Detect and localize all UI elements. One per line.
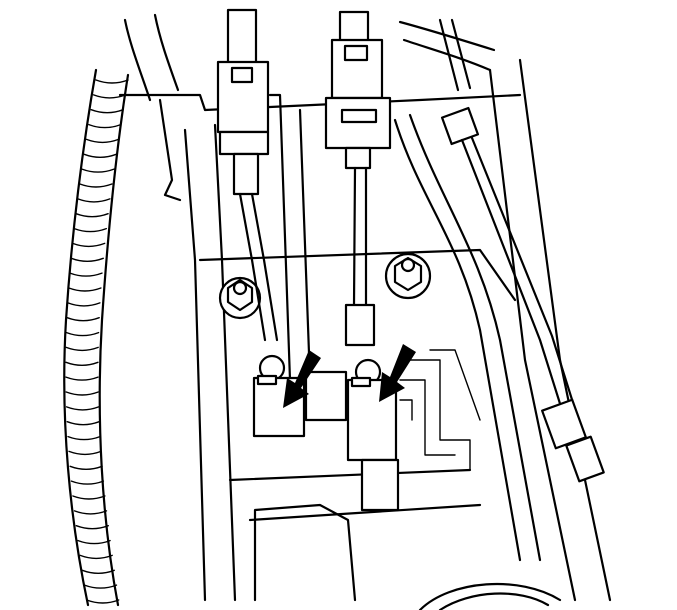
conduit-rib — [77, 198, 111, 203]
conduit-rib — [65, 391, 99, 396]
left-mounting-nut — [218, 276, 262, 320]
conduit-rib — [66, 317, 100, 322]
left-cable-end — [252, 354, 348, 438]
right-cable — [438, 18, 605, 483]
conduit-rib — [70, 257, 104, 262]
conduit-rib — [81, 168, 115, 173]
conduit-rib — [75, 525, 109, 530]
conduit-rib — [90, 109, 124, 114]
conduit-rib — [83, 153, 117, 158]
wiring-harness-conduit — [63, 68, 130, 607]
conduit-rib — [65, 376, 99, 381]
conduit-rib — [88, 123, 122, 129]
conduit-rib — [67, 302, 101, 307]
conduit-rib — [65, 361, 99, 366]
conduit-rib — [73, 227, 107, 233]
conduit-rib — [65, 331, 100, 337]
conduit-rib — [79, 554, 113, 560]
conduit-rib — [66, 421, 100, 426]
conduit-rib — [86, 599, 120, 604]
conduit-rib — [95, 79, 129, 84]
conduit-rib — [69, 465, 103, 470]
conduit-rib — [72, 495, 106, 500]
conduit-rib — [75, 213, 109, 218]
center-cable — [324, 10, 392, 347]
conduit-rib — [65, 406, 100, 411]
conduit-rib — [69, 272, 103, 277]
right-cable-connection-arrow — [379, 344, 416, 402]
mounting-bracket — [118, 58, 612, 602]
lower-housing — [253, 503, 562, 610]
left-cable — [216, 8, 279, 342]
conduit-rib — [77, 539, 111, 545]
right-mounting-nut — [384, 252, 432, 300]
conduit-rib — [65, 346, 99, 352]
conduit-rib — [79, 183, 113, 188]
conduit-rib — [68, 450, 102, 456]
conduit-rib — [73, 510, 108, 515]
conduit-rib — [72, 242, 106, 248]
cable-guide-rails — [268, 93, 542, 562]
conduit-rib — [67, 435, 101, 441]
conduit-rib — [83, 584, 118, 589]
conduit-rib — [70, 480, 105, 485]
conduit-rib — [81, 569, 115, 574]
conduit-rib — [68, 287, 102, 292]
left-cable-connection-arrow — [283, 350, 321, 408]
shift-gate-pattern — [399, 349, 481, 471]
conduit-rib — [85, 138, 120, 144]
upper-left-conduit — [123, 13, 180, 102]
